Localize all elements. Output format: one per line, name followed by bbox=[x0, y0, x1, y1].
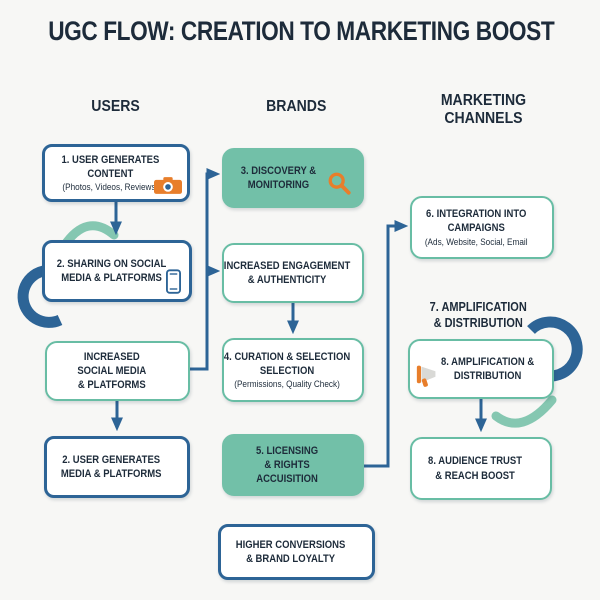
box-discovery-monitoring: 3. DISCOVERY & MONITORING bbox=[222, 148, 364, 208]
megaphone-icon bbox=[414, 361, 442, 387]
box-title: 4. CURATION & SELECTION SELECTION bbox=[224, 350, 351, 377]
page-title: UGC FLOW: CREATION TO MARKETING BOOST bbox=[0, 16, 600, 47]
label-amplification-distribution: 7. AMPLIFICATION & DISTRIBUTION bbox=[429, 300, 527, 330]
elbow-licensing-to-integration bbox=[364, 220, 409, 468]
column-header-marketing-channels: MARKETING CHANNELS bbox=[440, 92, 526, 128]
page-title-text: UGC FLOW: CREATION TO MARKETING BOOST bbox=[48, 16, 555, 46]
box-subtitle: (Photos, Videos, Reviews) bbox=[62, 182, 159, 194]
box-curation-selection: 4. CURATION & SELECTION SELECTION (Permi… bbox=[222, 338, 364, 402]
box-title: 3. DISCOVERY & MONITORING bbox=[240, 164, 316, 191]
box-user-generates-content: 1. USER GENERATES CONTENT (Photos, Video… bbox=[42, 144, 190, 202]
box-title: 1. USER GENERATES CONTENT bbox=[61, 153, 160, 180]
magnifier-icon bbox=[327, 171, 351, 195]
phone-icon bbox=[166, 269, 181, 294]
box-title: INCREASED ENGAGEMENT & AUTHENTICITY bbox=[224, 259, 351, 286]
box-title: 8. AUDIENCE TRUST & REACH BOOST bbox=[428, 455, 523, 482]
box-increased-engagement: INCREASED ENGAGEMENT & AUTHENTICITY bbox=[222, 243, 364, 303]
box-title: 5. LICENSING & RIGHTS ACCUISITION bbox=[256, 444, 319, 486]
column-header-users: USERS bbox=[91, 98, 141, 115]
camera-icon bbox=[154, 176, 182, 195]
box-subtitle: (Ads, Website, Social, Email bbox=[425, 236, 528, 248]
box-sharing-social: 2. SHARING ON SOCIAL MEDIA & PLATFORMS bbox=[42, 240, 192, 302]
box-title: 8. AMPLIFICATION & DISTRIBUTION bbox=[440, 355, 534, 382]
box-user-generates-media: 2. USER GENERATES MEDIA & PLATFORMS bbox=[44, 436, 190, 498]
box-subtitle: (Permissions, Quality Check) bbox=[234, 379, 341, 391]
box-title: HIGHER CONVERSIONS & BRAND LOYALTY bbox=[235, 538, 346, 565]
box-licensing-rights: 5. LICENSING & RIGHTS ACCUISITION bbox=[222, 434, 364, 496]
box-title: 2. USER GENERATES MEDIA & PLATFORMS bbox=[61, 453, 162, 480]
cycle-arrow-distribution bbox=[525, 316, 583, 386]
box-amplification-distribution: 8. AMPLIFICATION & DISTRIBUTION bbox=[408, 339, 554, 399]
box-title: 2. SHARING ON SOCIAL MEDIA & PLATFORMS bbox=[56, 257, 167, 284]
teal-swoosh-bottom bbox=[491, 395, 557, 428]
box-title: INCREASED SOCIAL MEDIA & PLATFORMS bbox=[77, 350, 147, 392]
column-header-brands: BRANDS bbox=[265, 98, 327, 115]
box-audience-trust: 8. AUDIENCE TRUST & REACH BOOST bbox=[410, 437, 552, 500]
box-higher-conversions: HIGHER CONVERSIONS & BRAND LOYALTY bbox=[218, 524, 375, 580]
box-integration-campaigns: 6. INTEGRATION INTO CAMPAIGNS (Ads, Webs… bbox=[410, 196, 554, 259]
box-increased-social: INCREASED SOCIAL MEDIA & PLATFORMS bbox=[45, 341, 190, 401]
box-title: 6. INTEGRATION INTO CAMPAIGNS bbox=[426, 208, 527, 235]
